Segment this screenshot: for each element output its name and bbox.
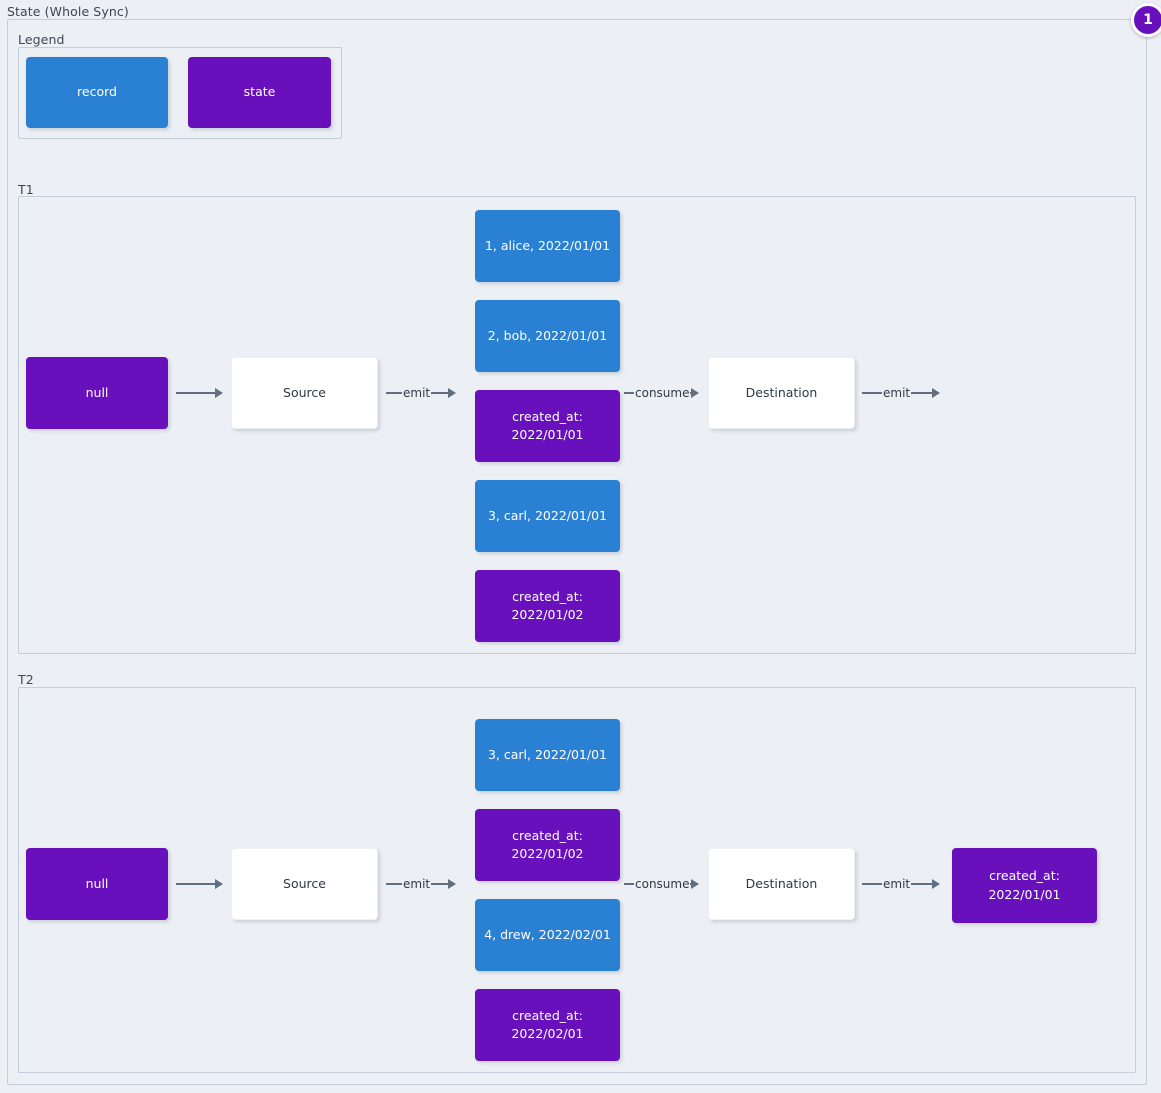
t2-output-state-node: created_at: 2022/01/01 bbox=[952, 848, 1097, 923]
t2-initial-state-node: null bbox=[26, 848, 168, 920]
t2-edge-source-emit-label: emit bbox=[403, 877, 431, 891]
t1-record-node-2: 2, bob, 2022/01/01 bbox=[475, 300, 620, 372]
t1-record-node-1: 1, alice, 2022/01/01 bbox=[475, 210, 620, 282]
t2-edge-destination-emit: emit bbox=[862, 877, 948, 891]
t1-record-node-3: 3, carl, 2022/01/01 bbox=[475, 480, 620, 552]
t1-edge-destination-emit: emit bbox=[862, 386, 948, 400]
t1-source-node: Source bbox=[231, 357, 378, 429]
legend-swatch-state: state bbox=[188, 57, 331, 128]
t1-edge-destination-consume: consume bbox=[624, 386, 702, 400]
t1-edge-state-to-source bbox=[176, 386, 224, 400]
step-badge[interactable]: 1 bbox=[1131, 3, 1161, 37]
t1-destination-node: Destination bbox=[708, 357, 855, 429]
t1-state-node-2: created_at: 2022/01/02 bbox=[475, 570, 620, 642]
t2-destination-node: Destination bbox=[708, 848, 855, 920]
t2-record-node-2: 4, drew, 2022/02/01 bbox=[475, 899, 620, 971]
t1-initial-state-node: null bbox=[26, 357, 168, 429]
t1-edge-source-emit-label: emit bbox=[403, 386, 431, 400]
t2-state-node-2: created_at: 2022/02/01 bbox=[475, 989, 620, 1061]
t1-edge-source-emit: emit bbox=[386, 386, 468, 400]
t1-label: T1 bbox=[18, 182, 34, 197]
t2-label: T2 bbox=[18, 672, 34, 687]
t1-edge-destination-emit-label: emit bbox=[883, 386, 911, 400]
legend-label: Legend bbox=[18, 32, 65, 47]
t2-edge-state-to-source bbox=[176, 877, 224, 891]
t2-record-node-1: 3, carl, 2022/01/01 bbox=[475, 719, 620, 791]
t2-state-node-1: created_at: 2022/01/02 bbox=[475, 809, 620, 881]
t2-source-node: Source bbox=[231, 848, 378, 920]
t1-state-node-1: created_at: 2022/01/01 bbox=[475, 390, 620, 462]
diagram-title: State (Whole Sync) bbox=[7, 4, 129, 19]
t2-edge-destination-consume-label: consume bbox=[635, 877, 690, 891]
t2-edge-destination-consume: consume bbox=[624, 877, 702, 891]
t2-edge-source-emit: emit bbox=[386, 877, 468, 891]
t2-edge-destination-emit-label: emit bbox=[883, 877, 911, 891]
legend-swatch-record: record bbox=[26, 57, 168, 128]
t1-edge-destination-consume-label: consume bbox=[635, 386, 690, 400]
